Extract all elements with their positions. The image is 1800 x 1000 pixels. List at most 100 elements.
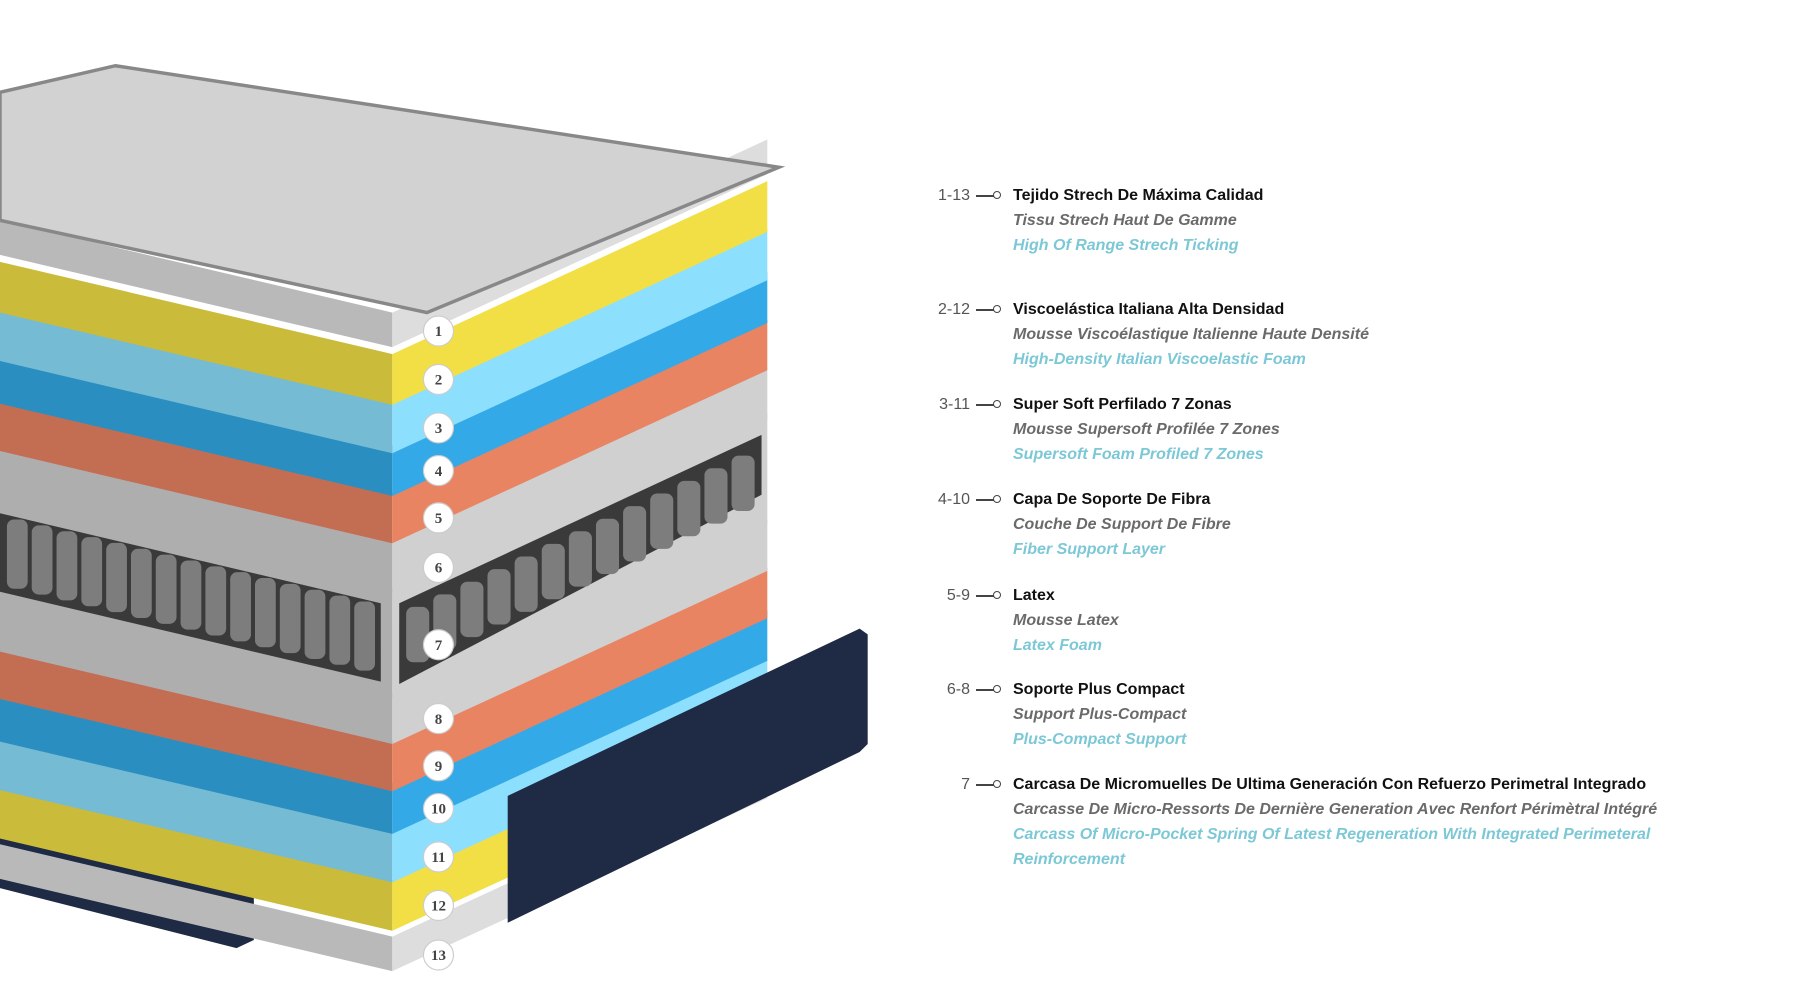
- pocket-spring: [180, 560, 202, 630]
- layer-6: [0, 369, 768, 593]
- pocket-spring: [568, 531, 592, 587]
- layer-7: [0, 414, 768, 698]
- layer-number: 4: [435, 464, 443, 480]
- layer-number-badge: 6: [422, 551, 455, 584]
- layer-number: 5: [435, 511, 443, 527]
- label-french: Mousse Supersoft Profilée 7 Zones: [1013, 421, 1280, 438]
- layer-number-badge: 2: [422, 363, 455, 396]
- layer-9: [0, 567, 768, 792]
- connector-icon: [976, 191, 1001, 199]
- layer-number-badge: 3: [422, 412, 455, 444]
- layer-3: [0, 229, 768, 454]
- pocket-spring: [354, 601, 375, 671]
- pocket-spring: [130, 548, 152, 618]
- pocket-spring: [677, 480, 701, 537]
- connector-icon: [976, 780, 1001, 788]
- layer-number-badge: 1: [422, 315, 455, 347]
- label-spanish: Soporte Plus Compact: [1013, 681, 1185, 698]
- pocket-spring: [106, 542, 127, 613]
- layer-10: [0, 610, 768, 834]
- label-spanish: Tejido Strech De Máxima Calidad: [1013, 187, 1264, 204]
- pocket-spring: [460, 581, 484, 638]
- pocket-spring: [155, 554, 177, 624]
- pocket-spring: [279, 583, 301, 654]
- layer-code: 2-12: [937, 301, 970, 318]
- layer-number-badge: 9: [422, 750, 455, 782]
- label-spanish: Viscoelástica Italiana Alta Densidad: [1013, 301, 1285, 318]
- layer-number: 13: [431, 948, 446, 964]
- connector-icon: [976, 685, 1001, 693]
- pocket-spring: [623, 506, 647, 562]
- label-spanish: Latex: [1013, 587, 1055, 604]
- layer-code: 7: [961, 776, 970, 793]
- pocket-spring: [304, 589, 326, 659]
- layer-number: 12: [431, 899, 446, 915]
- label-english: Latex Foam: [1013, 637, 1102, 654]
- label-spanish: Capa De Soporte De Fibra: [1013, 491, 1211, 508]
- layer-number: 2: [435, 373, 443, 389]
- label-english: Carcass Of Micro-Pocket Spring Of Latest…: [1013, 826, 1651, 868]
- layer-number-badge: 10: [422, 792, 455, 825]
- label-english: Supersoft Foam Profiled 7 Zones: [1013, 446, 1264, 463]
- label-french: Carcasse De Micro-Ressorts De Dernière G…: [1013, 801, 1658, 818]
- label-french: Tissu Strech Haut De Gamme: [1013, 212, 1237, 229]
- pocket-spring: [205, 566, 227, 636]
- pocket-spring: [514, 556, 538, 612]
- pocket-spring: [329, 595, 351, 665]
- layer-8: [0, 520, 768, 744]
- pocket-spring: [731, 455, 755, 512]
- connector-icon: [976, 400, 1001, 408]
- layer-number: 1: [435, 324, 443, 340]
- layer-number-badge: 12: [422, 889, 455, 921]
- mattress-top-surface: [0, 65, 779, 313]
- layer-number: 10: [431, 802, 446, 818]
- pocket-spring: [595, 518, 620, 575]
- layer-number: 3: [435, 421, 443, 437]
- layer-number-badge: 11: [422, 841, 455, 873]
- pocket-spring: [487, 569, 511, 625]
- connector-icon: [976, 591, 1001, 599]
- pocket-spring: [704, 468, 728, 524]
- pocket-spring: [541, 543, 565, 600]
- connector-icon: [976, 305, 1001, 313]
- layer-1: [0, 63, 786, 348]
- layer-2: [0, 181, 768, 405]
- layer-number: 7: [435, 638, 443, 654]
- layer-code: 6-8: [946, 681, 970, 698]
- layer-code: 1-13: [937, 187, 970, 204]
- pocket-spring: [255, 578, 276, 648]
- pocket-spring: [230, 572, 251, 642]
- pocket-spring: [650, 493, 674, 549]
- layer-code: 4-10: [937, 491, 970, 508]
- side-panel-right: [507, 628, 868, 923]
- pocket-spring: [406, 606, 430, 663]
- label-french: Mousse Viscoélastique Italienne Haute De…: [1013, 326, 1369, 343]
- pocket-spring: [81, 537, 103, 607]
- pocket-spring: [31, 525, 53, 595]
- layer-number-badge: 13: [422, 939, 455, 971]
- connector-icon: [976, 495, 1001, 503]
- layer-number-badge: 5: [422, 502, 455, 534]
- label-french: Couche De Support De Fibre: [1013, 516, 1231, 533]
- layer-code: 5-9: [946, 587, 970, 604]
- pocket-spring: [56, 531, 78, 601]
- label-english: Plus-Compact Support: [1013, 731, 1187, 748]
- label-english: Fiber Support Layer: [1013, 541, 1166, 558]
- pocket-spring: [6, 519, 28, 589]
- layer-number: 9: [435, 759, 443, 775]
- layer-code: 3-11: [939, 396, 970, 413]
- label-french: Mousse Latex: [1013, 612, 1119, 629]
- layer-4: [0, 272, 768, 496]
- layer-number: 6: [435, 561, 443, 577]
- label-french: Support Plus-Compact: [1013, 706, 1187, 723]
- layer-number-badge: 4: [422, 455, 455, 487]
- layer-number: 11: [431, 850, 445, 866]
- label-spanish: Carcasa De Micromuelles De Ultima Genera…: [1013, 776, 1647, 793]
- layer-number-badge: 8: [422, 702, 455, 735]
- side-panel-right-face: [507, 628, 868, 923]
- label-english: High Of Range Strech Ticking: [1013, 237, 1239, 254]
- layer-5: [0, 319, 768, 544]
- label-spanish: Super Soft Perfilado 7 Zonas: [1013, 396, 1232, 413]
- label-english: High-Density Italian Viscoelastic Foam: [1013, 351, 1306, 368]
